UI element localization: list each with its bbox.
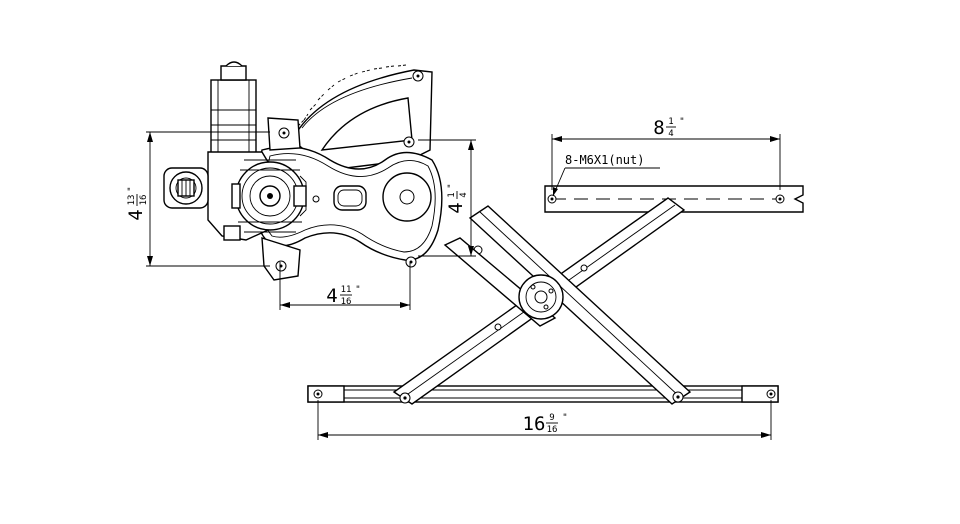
dim-top-rail-num: 1 xyxy=(668,117,673,127)
dimension-sector-height: 4 1 4 " xyxy=(418,139,476,257)
motor-connector xyxy=(163,167,209,209)
nut-callout: 8-M6X1(nut) xyxy=(552,153,660,197)
dim-motor-height-den: 16 xyxy=(139,195,149,206)
dim-motor-height-num: 13 xyxy=(127,195,137,206)
dim-motor-width-whole: 4 xyxy=(326,285,337,307)
dim-sector-height-num: 1 xyxy=(447,192,457,197)
gear-housing xyxy=(231,159,307,233)
dimension-overall-length: 16 9 16 " xyxy=(317,400,772,440)
nut-label: 8-M6X1(nut) xyxy=(565,153,644,167)
dim-sector-height-unit: " xyxy=(447,183,457,188)
dim-motor-height-whole: 4 xyxy=(125,209,147,220)
lift-arm-b xyxy=(468,205,692,405)
dimension-top-rail-length: 8 1 4 " xyxy=(551,117,781,190)
dim-motor-width-num: 11 xyxy=(341,285,352,295)
dim-overall-length-den: 16 xyxy=(547,425,558,435)
dim-overall-length-unit: " xyxy=(562,413,567,423)
lower-bracket xyxy=(261,117,301,281)
dim-motor-height-unit: " xyxy=(127,186,137,191)
dim-overall-length-whole: 16 xyxy=(523,413,546,435)
dimension-motor-width: 4 11 16 " xyxy=(279,262,411,310)
dimension-motor-height: 4 13 16 " xyxy=(125,131,270,267)
dim-top-rail-unit: " xyxy=(679,117,684,127)
dim-overall-length-num: 9 xyxy=(549,413,554,423)
dim-top-rail-whole: 8 xyxy=(653,117,664,139)
dim-motor-width-unit: " xyxy=(355,285,360,295)
dim-motor-width-den: 16 xyxy=(341,297,352,307)
base-plate xyxy=(253,136,443,268)
plate-slot xyxy=(333,185,367,211)
dim-sector-height-den: 4 xyxy=(459,192,469,197)
sector-gear xyxy=(291,64,433,171)
dim-top-rail-den: 4 xyxy=(668,129,673,139)
motor-assembly xyxy=(163,61,307,241)
center-pivot xyxy=(518,274,564,320)
bottom-rail xyxy=(307,385,779,403)
dim-sector-height-whole: 4 xyxy=(445,202,467,213)
